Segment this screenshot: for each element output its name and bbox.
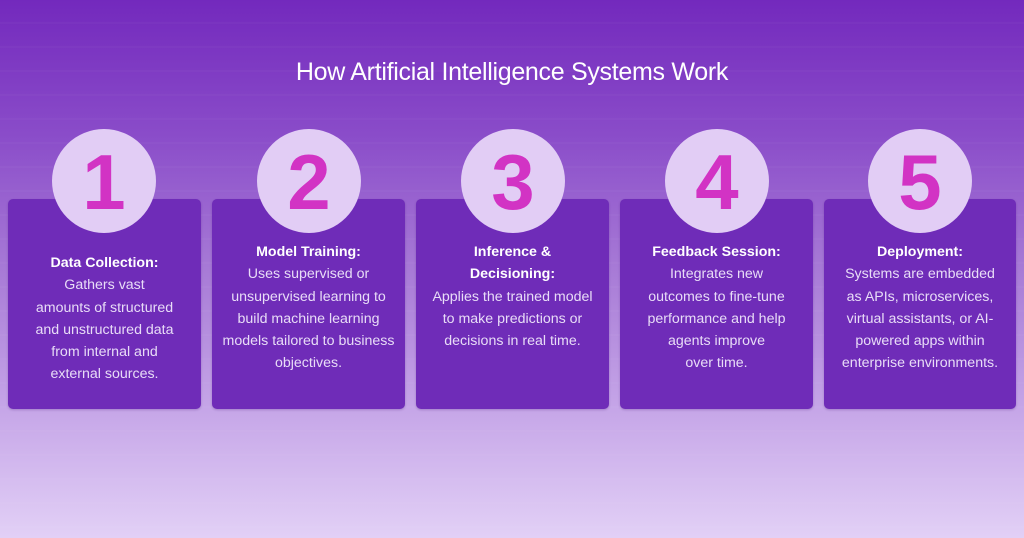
step-description-line: enterprise environments. xyxy=(841,355,999,372)
step-card-2: Model Training: Uses supervised or unsup… xyxy=(212,199,405,409)
step-heading: Inference & xyxy=(473,244,552,260)
step-description-line: and unstructured data xyxy=(35,321,174,338)
step-text-3: Inference & Decisioning: Applies the tra… xyxy=(416,241,609,352)
page-title: How Artificial Intelligence Systems Work xyxy=(295,58,729,86)
step-description-line: virtual assistants, or AI- xyxy=(846,310,994,327)
step-number: 5 xyxy=(898,138,942,226)
step-text-4: Feedback Session: Integrates new outcome… xyxy=(620,241,813,375)
step-description-line: Applies the trained model xyxy=(432,288,593,305)
step-text-1: Data Collection: Gathers vast amounts of… xyxy=(8,252,201,386)
step-description-line: decisions in real time. xyxy=(444,333,581,350)
step-text-5: Deployment: Systems are embedded as APIs… xyxy=(824,241,1016,375)
step-description-line: over time. xyxy=(685,355,748,372)
step-number: 1 xyxy=(82,138,126,226)
step-card-3: Inference & Decisioning: Applies the tra… xyxy=(416,199,609,409)
step-number-badge-2: 2 xyxy=(257,129,361,233)
step-description-line: build machine learning xyxy=(237,310,380,327)
step-card-1: Data Collection: Gathers vast amounts of… xyxy=(8,199,201,409)
step-description-line: from internal and xyxy=(51,344,158,361)
step-description-line: models tailored to business xyxy=(222,333,395,350)
step-heading: Feedback Session: xyxy=(652,244,781,260)
step-number-badge-5: 5 xyxy=(868,129,972,233)
step-description-line: unsupervised learning to xyxy=(231,288,386,305)
step-description-line: Uses supervised or xyxy=(247,266,370,283)
step-description-line: Gathers vast xyxy=(64,277,145,294)
step-number: 4 xyxy=(695,138,739,226)
step-description-line: as APIs, microservices, xyxy=(846,288,994,305)
step-description-line: external sources. xyxy=(50,366,159,383)
step-number: 2 xyxy=(287,138,331,226)
step-card-5: Deployment: Systems are embedded as APIs… xyxy=(824,199,1016,409)
step-description-line: outcomes to fine-tune xyxy=(648,288,785,305)
step-heading: Deployment: xyxy=(877,244,963,260)
step-description-line: agents improve xyxy=(668,333,765,350)
step-number-badge-3: 3 xyxy=(461,129,565,233)
step-description-line: Systems are embedded xyxy=(845,266,995,283)
step-description-line: performance and help xyxy=(647,310,786,327)
step-heading: Model Training: xyxy=(256,244,361,260)
step-number-badge-1: 1 xyxy=(52,129,156,233)
step-number-badge-4: 4 xyxy=(665,129,769,233)
step-description-line: Integrates new xyxy=(669,266,764,283)
step-description-line: to make predictions or xyxy=(442,310,583,327)
step-number: 3 xyxy=(491,138,535,226)
step-heading: Data Collection: xyxy=(50,255,159,271)
step-description-line: powered apps within xyxy=(855,333,985,350)
step-text-2: Model Training: Uses supervised or unsup… xyxy=(212,241,405,375)
step-heading: Decisioning: xyxy=(469,266,556,283)
step-card-4: Feedback Session: Integrates new outcome… xyxy=(620,199,813,409)
step-description-line: objectives. xyxy=(274,355,343,372)
step-description-line: amounts of structured xyxy=(35,299,174,316)
